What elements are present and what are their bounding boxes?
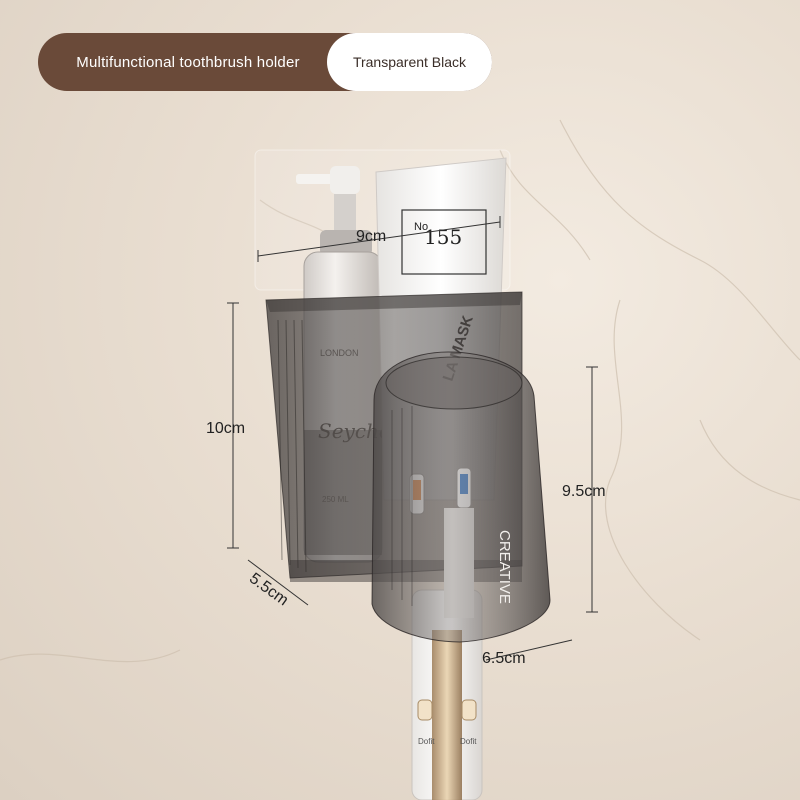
svg-text:Dofit: Dofit bbox=[460, 737, 477, 746]
cup-logo-text: CREATIVE bbox=[496, 530, 513, 604]
product-title: Multifunctional toothbrush holder bbox=[76, 53, 300, 71]
dimension-lines bbox=[227, 216, 598, 661]
svg-text:155: 155 bbox=[424, 225, 462, 249]
dimension-width-top: 9cm bbox=[356, 228, 387, 245]
variant-pill: Transparent Black bbox=[327, 33, 492, 91]
toothbrush-cup: CREATIVE bbox=[371, 351, 551, 643]
dimension-width-cup: 6.5cm bbox=[482, 650, 526, 667]
svg-text:Dofit: Dofit bbox=[418, 737, 435, 746]
marble-veins bbox=[0, 119, 800, 663]
dimension-height-cup: 9.5cm bbox=[562, 483, 606, 500]
dimension-height-holder: 10cm bbox=[206, 420, 246, 437]
svg-text:No: No bbox=[414, 221, 428, 233]
